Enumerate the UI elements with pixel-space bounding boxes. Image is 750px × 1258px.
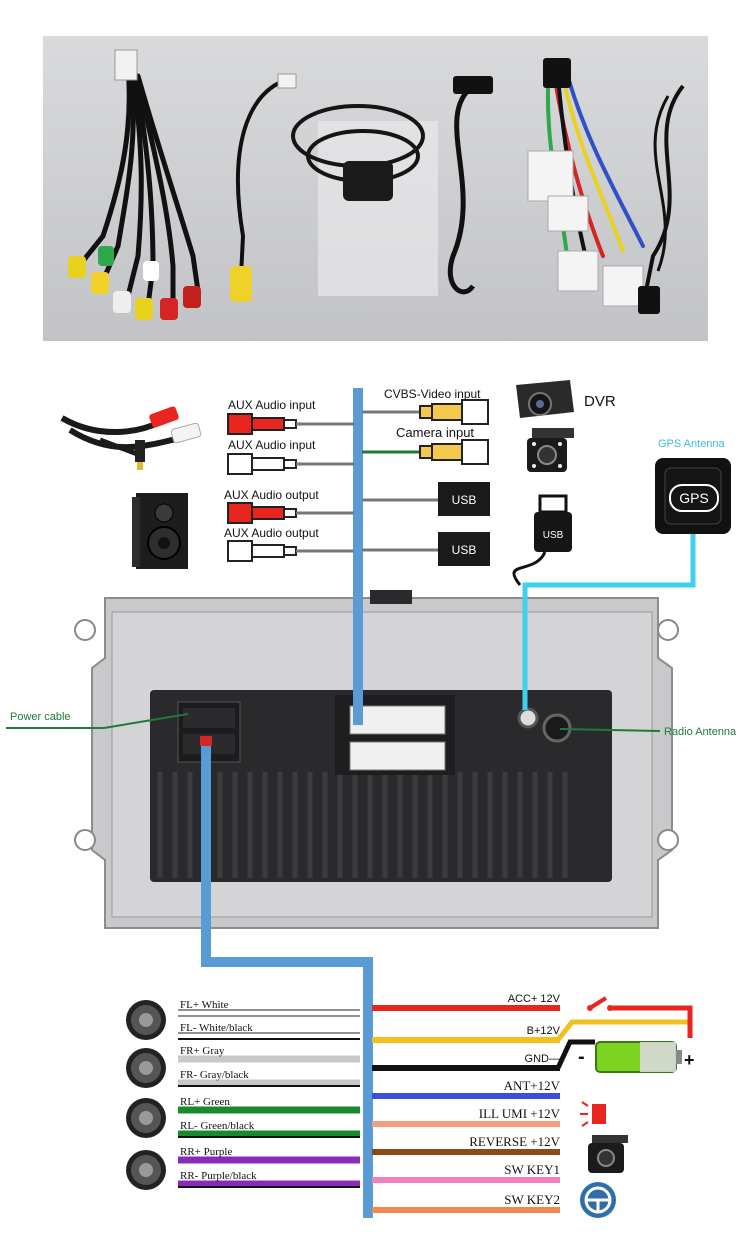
dvr-label: DVR (584, 393, 616, 410)
head-unit (74, 590, 679, 929)
power-wire-label: B+12V (527, 1025, 561, 1037)
gps-antenna-title: GPS Antenna (658, 438, 726, 450)
speaker-wire-label: RL- Green/black (180, 1120, 255, 1132)
speaker-cabinet-icon (132, 493, 188, 569)
rca-plugs (68, 246, 201, 320)
aux-red-plug-1 (227, 413, 354, 435)
gps-box-label: GPS (679, 490, 709, 506)
aux-input-label-1: AUX Audio input (228, 398, 316, 412)
video-plugs (362, 399, 489, 465)
speaker-icon (126, 1150, 166, 1190)
steering-wheel-icon (580, 1182, 616, 1218)
power-wire-label: SW KEY1 (504, 1162, 560, 1177)
power-wire-label: ACC+ 12V (508, 993, 561, 1005)
speaker-wire-label: FL- White/black (180, 1022, 253, 1034)
power-cable-label: Power cable (10, 711, 71, 723)
usb-stick-icon (512, 494, 572, 586)
speaker-wire-label: FR- Gray/black (180, 1069, 249, 1081)
speaker-icons (126, 1000, 166, 1190)
reverse-camera-icon (527, 428, 574, 472)
blue-bus (201, 388, 373, 1218)
radio-antenna-label: Radio Antenna (664, 726, 737, 738)
usb-stick-label: USB (543, 530, 564, 541)
aux-white-plug-1 (227, 453, 354, 475)
speaker-wire-label: RR- Purple/black (180, 1170, 257, 1182)
aux-white-plug-2 (227, 540, 354, 562)
aux-output-label-2: AUX Audio output (224, 526, 319, 540)
aux-red-plug-2 (227, 502, 354, 524)
dvr-camera-icon (516, 380, 574, 418)
power-wire-label: ANT+12V (504, 1078, 561, 1093)
cvbs-label: CVBS-Video input (384, 387, 481, 401)
power-wires: ACC+ 12V B+12V GND— ANT+12V ILL UMI +12V REVE… (372, 993, 561, 1213)
speaker-icon (126, 1098, 166, 1138)
power-wire-label: ILL UMI +12V (479, 1106, 561, 1121)
usb-label-2[interactable]: USB (452, 543, 477, 557)
acc-switch[interactable] (587, 996, 613, 1011)
battery-plus-label: + (684, 1050, 695, 1070)
speaker-wire-label: FL+ White (180, 999, 229, 1011)
speaker-wire-label: FR+ Gray (180, 1045, 225, 1057)
power-wire-label: SW KEY2 (504, 1192, 560, 1207)
gps-antenna (522, 458, 731, 710)
battery-minus-label: - (578, 1046, 585, 1068)
usb-connectors[interactable] (362, 482, 490, 566)
battery-icon (595, 1041, 682, 1073)
heatsink-fins (157, 772, 568, 878)
power-wire-label: REVERSE +12V (469, 1134, 560, 1149)
power-wire-label: GND— (525, 1053, 560, 1065)
camera-input-label: Camera input (396, 425, 474, 440)
speaker-icon (126, 1048, 166, 1088)
speaker-wire-label: RL+ Green (180, 1096, 230, 1108)
usb-label-1[interactable]: USB (452, 493, 477, 507)
reverse-light-icon (580, 1101, 606, 1127)
rca-cable-icon (60, 406, 202, 470)
cable-kit-photo (43, 36, 708, 341)
rca-harness (80, 63, 201, 309)
aux-output-label-1: AUX Audio output (224, 488, 319, 502)
speaker-wire-label: RR+ Purple (180, 1146, 232, 1158)
aux-input-label-2: AUX Audio input (228, 438, 316, 452)
speaker-icon (126, 1000, 166, 1040)
aux-plugs (227, 413, 354, 562)
reverse-camera-icon-bottom (588, 1135, 628, 1173)
